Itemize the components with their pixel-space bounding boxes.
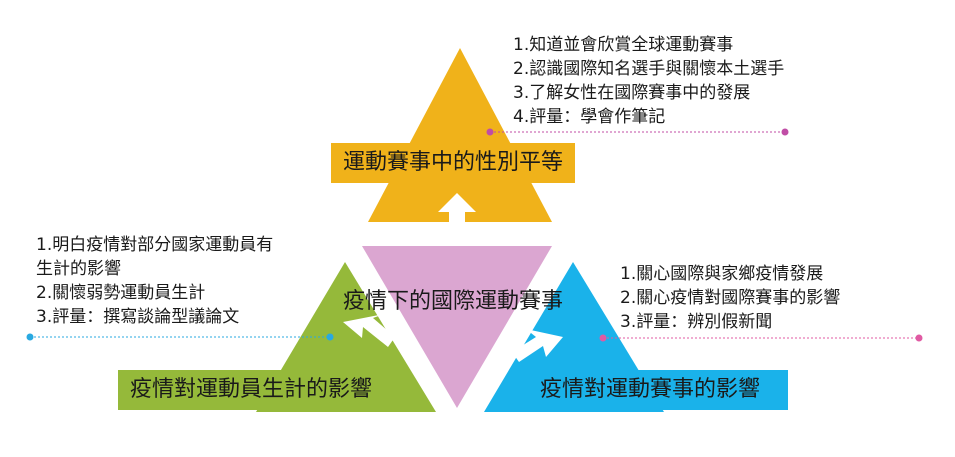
left-title-box: 疫情對運動員生計的影響 — [118, 370, 407, 410]
note-item: 1.明白疫情對部分國家運動員有 — [36, 235, 274, 255]
right-title: 疫情對運動賽事的影響 — [540, 377, 761, 402]
top-title-box: 運動賽事中的性別平等 — [331, 143, 576, 183]
center-title: 疫情下的國際運動賽事 — [343, 289, 564, 314]
right-notes: 1.關心國際與家鄉疫情發展 2.關心疫情對國際賽事的影響 3.評量：辨別假新聞 — [620, 262, 840, 334]
note-item: 2.認識國際知名選手與關懷本土選手 — [513, 59, 785, 79]
note-item: 生計的影響 — [36, 259, 121, 279]
note-item: 2.關懷弱勢運動員生計 — [36, 283, 206, 303]
right-connector-dot — [915, 334, 923, 342]
left-connector-dot — [326, 333, 334, 341]
top-connector-dot — [781, 128, 789, 136]
arrows — [343, 193, 563, 362]
note-item: 4.評量：學會作筆記 — [513, 107, 666, 127]
note-item: 3.評量：辨別假新聞 — [620, 312, 773, 332]
top-title: 運動賽事中的性別平等 — [343, 150, 564, 175]
note-item: 1.關心國際與家鄉疫情發展 — [620, 264, 824, 284]
note-item: 2.關心疫情對國際賽事的影響 — [620, 288, 841, 308]
top-connector-dot — [486, 128, 494, 136]
note-item: 3.評量：撰寫談論型議論文 — [36, 307, 240, 327]
top-notes: 1.知道並會欣賞全球運動賽事 2.認識國際知名選手與關懷本土選手 3.了解女性在… — [513, 33, 784, 129]
left-connector-dot — [26, 333, 34, 341]
left-title: 疫情對運動員生計的影響 — [130, 377, 373, 402]
left-notes: 1.明白疫情對部分國家運動員有 生計的影響 2.關懷弱勢運動員生計 3.評量：撰… — [36, 233, 273, 329]
up-arrow-icon — [438, 193, 476, 234]
down-right-arrow-icon — [512, 329, 563, 362]
note-item: 1.知道並會欣賞全球運動賽事 — [513, 35, 734, 55]
note-item: 3.了解女性在國際賽事中的發展 — [513, 83, 751, 103]
center-triangle — [362, 246, 552, 408]
down-left-arrow-icon — [343, 314, 395, 347]
right-connector-dot — [599, 334, 607, 342]
right-title-box: 疫情對運動賽事的影響 — [528, 370, 788, 410]
